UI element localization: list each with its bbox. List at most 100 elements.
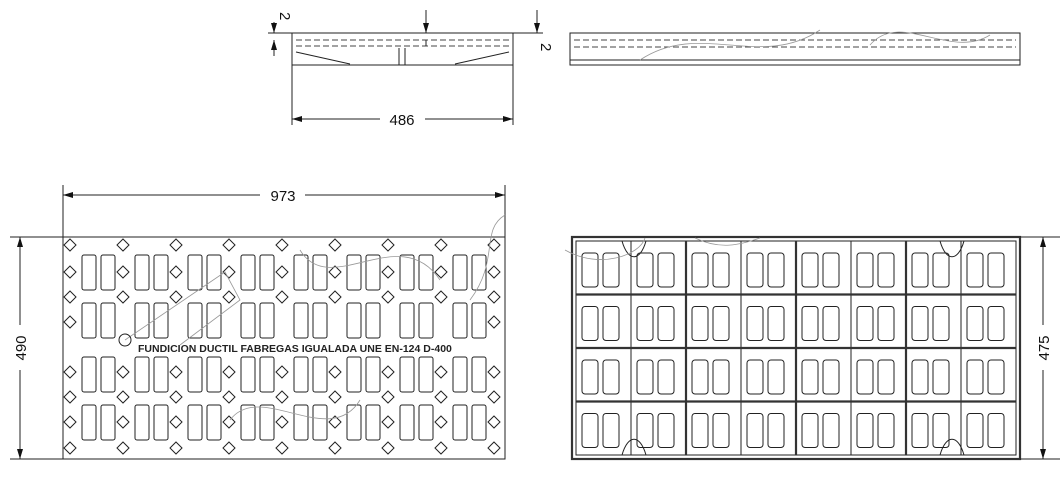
slot [153, 254, 169, 291]
slot [365, 254, 381, 291]
slot [293, 302, 309, 339]
slot [153, 404, 169, 441]
diamond-stud [63, 290, 77, 304]
diamond-stud [328, 365, 342, 379]
slot [346, 356, 362, 393]
slot [636, 413, 654, 448]
diamond-stud [63, 365, 77, 379]
slot [134, 404, 150, 441]
slot [293, 404, 309, 441]
diamond-stud [222, 415, 236, 429]
slot [346, 404, 362, 441]
slot [746, 252, 764, 288]
side-elevation [569, 29, 1021, 66]
slot [636, 306, 654, 341]
diamond-stud [328, 390, 342, 404]
slot [767, 359, 785, 395]
slot [312, 356, 328, 393]
diamond-stud [434, 415, 448, 429]
slot [187, 302, 203, 339]
slot [987, 252, 1005, 288]
slot [581, 413, 599, 448]
diamond-stud [434, 265, 448, 279]
manufacturer-logo [118, 333, 132, 347]
diamond-stud [275, 441, 289, 455]
slot [240, 404, 256, 441]
diamond-stud [275, 415, 289, 429]
slot [581, 306, 599, 341]
slot [801, 252, 819, 288]
slot [418, 254, 434, 291]
slot [712, 306, 730, 341]
dimension-depth-left: 2 [276, 12, 293, 20]
diamond-stud [116, 390, 130, 404]
slot [206, 356, 222, 393]
diamond-stud [275, 365, 289, 379]
slot [206, 302, 222, 339]
slot [987, 306, 1005, 341]
diamond-stud [169, 415, 183, 429]
slot [767, 306, 785, 341]
slot [581, 359, 599, 395]
slot [691, 413, 709, 448]
slot [206, 404, 222, 441]
diamond-stud [487, 265, 501, 279]
slot [581, 252, 599, 288]
slot [81, 254, 97, 291]
slot [602, 359, 620, 395]
slot [932, 252, 950, 288]
diamond-stud [222, 365, 236, 379]
diamond-stud [487, 390, 501, 404]
slot [100, 302, 116, 339]
slot [187, 356, 203, 393]
diamond-stud [275, 290, 289, 304]
slot [712, 359, 730, 395]
diamond-stud [169, 365, 183, 379]
dimension-depth-right: 2 [537, 43, 554, 51]
diamond-stud [63, 315, 77, 329]
diamond-stud [434, 238, 448, 252]
slot [187, 254, 203, 291]
diamond-stud [328, 265, 342, 279]
slot [822, 252, 840, 288]
slot [911, 359, 929, 395]
slot [822, 306, 840, 341]
diamond-stud [381, 441, 395, 455]
diamond-stud [275, 265, 289, 279]
slot [746, 359, 764, 395]
slot [134, 254, 150, 291]
slot [100, 404, 116, 441]
slot [856, 252, 874, 288]
dimension-973: 973 [270, 188, 295, 205]
slot [471, 254, 487, 291]
slot [987, 359, 1005, 395]
slot [966, 306, 984, 341]
slot [346, 254, 362, 291]
slot [636, 252, 654, 288]
diamond-stud [275, 238, 289, 252]
slot [877, 306, 895, 341]
slot [801, 359, 819, 395]
slot [452, 356, 468, 393]
diamond-stud [63, 265, 77, 279]
diamond-stud [169, 265, 183, 279]
slot [293, 356, 309, 393]
diamond-stud [328, 238, 342, 252]
slot [911, 252, 929, 288]
slot [712, 413, 730, 448]
diamond-stud [63, 390, 77, 404]
diamond-stud [434, 365, 448, 379]
slot [602, 252, 620, 288]
diamond-stud [381, 290, 395, 304]
slot [418, 404, 434, 441]
slot [746, 306, 764, 341]
diamond-stud [275, 390, 289, 404]
slot [81, 302, 97, 339]
slot [293, 254, 309, 291]
dimension-490: 490 [13, 335, 30, 360]
diamond-stud [116, 238, 130, 252]
slot [636, 359, 654, 395]
slot [691, 252, 709, 288]
diamond-stud [169, 390, 183, 404]
slot [240, 254, 256, 291]
